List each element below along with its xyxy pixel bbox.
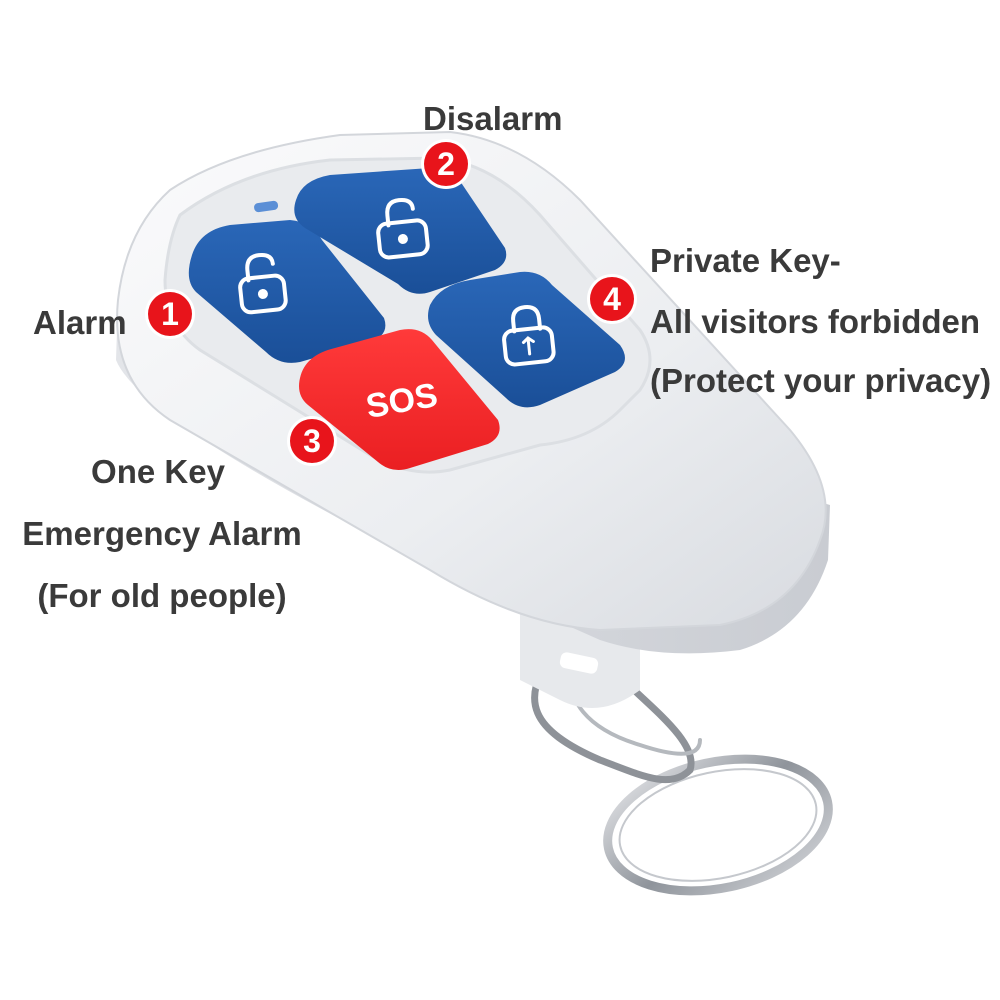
badge-4: 4 <box>590 277 634 321</box>
lock-open-dot-icon <box>376 198 430 260</box>
keyring <box>531 651 833 896</box>
label-disalarm: Disalarm <box>423 100 563 137</box>
label-sos-line3: (For old people) <box>37 577 287 614</box>
badge-2: 2 <box>424 142 468 186</box>
led-indicator <box>254 200 279 213</box>
lock-open-dot-icon <box>238 253 288 315</box>
button-sos[interactable]: SOS <box>299 329 500 470</box>
label-sos-line1: One Key <box>91 453 225 490</box>
button-alarm[interactable] <box>188 220 386 363</box>
badge-1: 1 <box>148 292 192 336</box>
label-private-key-line3: (Protect your privacy) <box>650 362 992 399</box>
label-private-key-line2: All visitors forbidden <box>650 303 981 340</box>
lock-closed-key-icon <box>502 305 556 367</box>
label-sos-line2: Emergency Alarm <box>22 515 302 552</box>
button-private-key[interactable] <box>428 271 625 408</box>
button-disalarm[interactable] <box>294 168 507 294</box>
label-private-key-line1: Private Key- <box>650 242 841 279</box>
label-alarm: Alarm <box>33 304 127 341</box>
badge-3: 3 <box>290 419 334 463</box>
